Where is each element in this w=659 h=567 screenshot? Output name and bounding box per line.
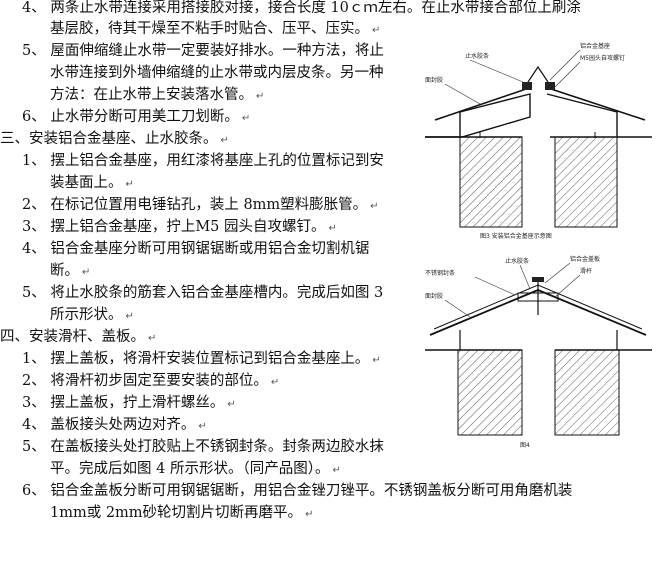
figure-3-diagram: 止水胶条 铝合金基座 M5园头自攻螺钉 面封胶 图3 安装铝合金基座示意图 [425,42,652,240]
fig3-water-stop-strip [527,65,549,83]
fig4-label-4: 不锈钢封条 [425,269,455,277]
text-line-15: 所示形状。↵ [50,307,134,323]
text-line-12: 4、 铝合金基座分断可用钢锯锯断或用铝合金切割机锯 [22,241,370,257]
text-line-19: 3、 摆上盖板，拧上滑杆螺丝。↵ [22,395,236,411]
fig3-label-1: 止水胶条 [465,52,489,60]
text-line-11: 3、 摆上铝合金基座，拧上M5 园头自攻螺钉。↵ [22,219,337,235]
text-line-14: 5、 将止水胶条的筋套入铝合金基座槽内。完成后如图 3 [22,285,384,301]
text-line-23: 6、 铝合金盖板分断可用钢锯锯断，用铝合金锉刀锉平。不锈钢盖板分断可用角磨机装 [22,483,573,499]
fig4-label-3: 滑杆 [580,267,592,275]
text-line-8: 1、 摆上铝合金基座，用红漆将基座上孔的位置标记到安 [22,153,384,169]
figure-4-diagram: 止水胶条 铝合金盖板 滑杆 不锈钢封条 面封胶 图4 [425,255,652,449]
fig4-label-1: 止水胶条 [505,257,529,265]
fig4-label-2: 铝合金盖板 [570,255,600,263]
text-line-17: 1、 摆上盖板，将滑杆安装位置标记到铝合金基座上。↵ [22,351,381,367]
fig3-label-2: 铝合金基座 [580,42,610,50]
text-line-1: 4、 两条止水带连接采用搭接胶对接，接合长度 10ｃｍ左右。在止水带接合部位上刷… [22,0,581,16]
fig3-right-wall [554,136,618,228]
text-line-9: 装基面上。↵ [50,175,134,191]
fig4-right-wall [554,349,620,436]
text-line-21: 5、 在盖板接头处打胶贴上不锈钢封条。封条两边胶水抹 [22,439,384,455]
text-line-13: 断。↵ [50,263,91,279]
fig4-label-5: 面封胶 [425,292,443,300]
text-line-5: 方法：在止水带上安装落水管。↵ [50,87,265,103]
fig4-caption: 图4 [520,442,530,449]
text-line-22: 平。完成后如图 4 所示形状。（同产品图）。↵ [50,461,341,477]
fig3-left-wall [459,136,523,228]
text-line-6: 6、 止水带分断可用美工刀划断。↵ [22,109,251,125]
fig3-label-4: 面封胶 [425,76,443,84]
text-line-10: 2、 在标记位置用电锤钻孔，装上 8mm塑料膨胀管。↵ [22,197,379,213]
fig3-label-3: M5园头自攻螺钉 [580,54,625,62]
text-line-3: 5、 屋面伸缩缝止水带一定要装好排水。一种方法，将止 [22,43,384,59]
text-line-20: 4、 盖板接头处两边对齐。↵ [22,417,207,433]
text-line-2: 基层胶，待其干燥至不粘手时贴合、压平、压实。↵ [50,21,381,37]
fig4-left-wall [457,349,523,436]
text-line-18: 2、 将滑杆初步固定至要安装的部位。↵ [22,373,280,389]
fig3-caption: 图3 安装铝合金基座示意图 [480,232,552,240]
section-heading-4: 四、安装滑杆、盖板。↵ [0,329,157,345]
text-line-4: 水带连接到外墙伸缩缝的止水带或内层皮条。另一种 [50,65,384,81]
text-line-24: 1mm或 2mm砂轮切割片切断再磨平。↵ [50,505,314,521]
section-heading-3: 三、安装铝合金基座、止水胶条。↵ [0,131,229,147]
